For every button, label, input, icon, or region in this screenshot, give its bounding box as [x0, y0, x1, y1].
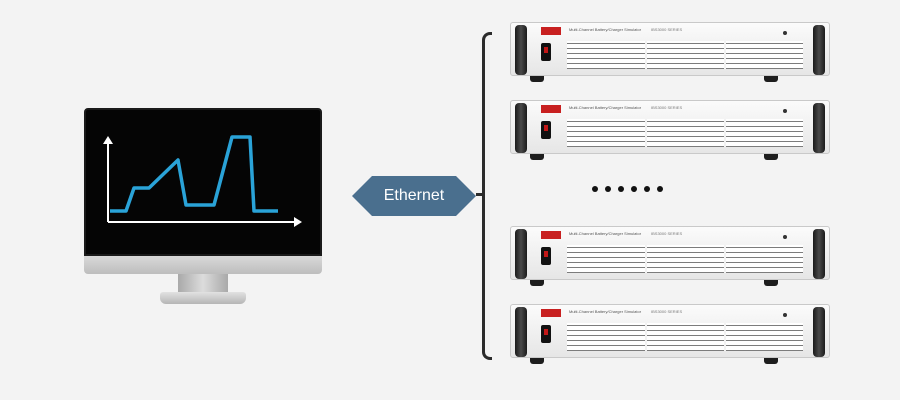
- plot-axes: [103, 136, 302, 227]
- rack-unit-2: Multi-Channel Battery/Charger Simulator …: [510, 100, 830, 162]
- status-led-icon: [783, 235, 787, 239]
- rack-foot: [764, 280, 778, 286]
- y-axis-arrow: [103, 136, 113, 144]
- vent-grille: [567, 119, 803, 147]
- rack-foot: [764, 358, 778, 364]
- monitor-screen: [84, 108, 322, 256]
- dot: [644, 186, 650, 192]
- rack-handle-right: [813, 307, 825, 357]
- dot: [605, 186, 611, 192]
- rack-foot: [530, 154, 544, 160]
- rack-unit-4: Multi-Channel Battery/Charger Simulator …: [510, 304, 830, 366]
- monitor-stand-neck: [178, 274, 228, 292]
- monitor-stand-base: [160, 292, 246, 304]
- status-led-icon: [783, 31, 787, 35]
- rack-unit-3: Multi-Channel Battery/Charger Simulator …: [510, 226, 830, 288]
- brand-logo: [541, 309, 561, 317]
- waveform-trace: [110, 137, 278, 211]
- rack-handle-left: [515, 103, 527, 153]
- status-led-icon: [783, 313, 787, 317]
- vent-grille: [567, 245, 803, 273]
- rack-front-panel: Multi-Channel Battery/Charger Simulator …: [510, 100, 830, 154]
- rack-foot: [764, 154, 778, 160]
- rack-title: Multi-Channel Battery/Charger Simulator: [569, 231, 641, 236]
- rack-handle-left: [515, 25, 527, 75]
- rack-unit-1: Multi-Channel Battery/Charger Simulator …: [510, 22, 830, 84]
- power-switch-icon: [541, 247, 551, 265]
- rack-front-panel: Multi-Channel Battery/Charger Simulator …: [510, 304, 830, 358]
- power-switch-icon: [541, 43, 551, 61]
- rack-handle-right: [813, 103, 825, 153]
- rack-handle-left: [515, 229, 527, 279]
- ethernet-label: Ethernet: [352, 176, 476, 216]
- rack-front-panel: Multi-Channel Battery/Charger Simulator …: [510, 226, 830, 280]
- monitor-icon: [84, 108, 322, 306]
- dot: [657, 186, 663, 192]
- dot: [592, 186, 598, 192]
- dot: [618, 186, 624, 192]
- rack-front-panel: Multi-Channel Battery/Charger Simulator …: [510, 22, 830, 76]
- vent-grille: [567, 41, 803, 69]
- rack-model: IBS3000 SERIES: [651, 27, 682, 32]
- vent-grille: [567, 323, 803, 351]
- rack-handle-left: [515, 307, 527, 357]
- rack-title: Multi-Channel Battery/Charger Simulator: [569, 105, 641, 110]
- x-axis-arrow: [294, 217, 302, 227]
- more-dots-icon: [592, 186, 664, 194]
- rack-model: IBS3000 SERIES: [651, 105, 682, 110]
- rack-title: Multi-Channel Battery/Charger Simulator: [569, 27, 641, 32]
- rack-handle-right: [813, 229, 825, 279]
- rack-model: IBS3000 SERIES: [651, 309, 682, 314]
- rack-feet: [510, 358, 830, 366]
- rack-feet: [510, 154, 830, 162]
- brand-logo: [541, 231, 561, 239]
- rack-title: Multi-Channel Battery/Charger Simulator: [569, 309, 641, 314]
- bracket-icon: [482, 32, 492, 360]
- power-switch-icon: [541, 121, 551, 139]
- waveform-plot: [86, 110, 320, 254]
- bracket-tip: [476, 193, 484, 196]
- brand-logo: [541, 105, 561, 113]
- power-switch-icon: [541, 325, 551, 343]
- ethernet-label-text: Ethernet: [352, 176, 476, 216]
- rack-model: IBS3000 SERIES: [651, 231, 682, 236]
- rack-feet: [510, 76, 830, 84]
- rack-foot: [530, 358, 544, 364]
- rack-foot: [530, 280, 544, 286]
- rack-foot: [530, 76, 544, 82]
- brand-logo: [541, 27, 561, 35]
- rack-handle-right: [813, 25, 825, 75]
- monitor-chin: [84, 256, 322, 274]
- rack-feet: [510, 280, 830, 288]
- dot: [631, 186, 637, 192]
- status-led-icon: [783, 109, 787, 113]
- rack-foot: [764, 76, 778, 82]
